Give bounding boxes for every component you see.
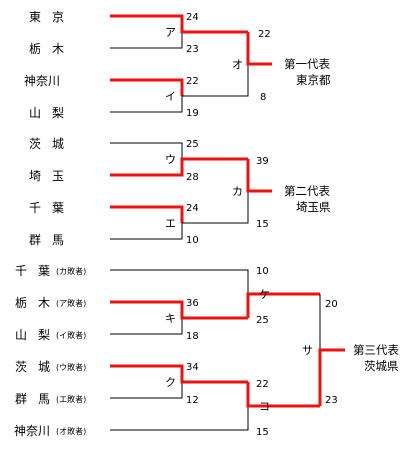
team-name: 山梨	[29, 106, 75, 120]
bracket-line	[110, 96, 183, 113]
score: 34	[186, 362, 199, 373]
match-label: オ	[232, 58, 243, 71]
score: 18	[186, 331, 199, 342]
team-note: (オ敗者)	[56, 426, 86, 436]
team-name: 千葉	[15, 264, 61, 278]
bracket-line	[110, 382, 183, 399]
bracket-line	[110, 269, 249, 294]
winner-path	[246, 292, 320, 318]
bracket-line	[110, 318, 183, 335]
score: 8	[260, 92, 266, 103]
team-note: (ウ敗者)	[56, 362, 86, 372]
score: 39	[256, 156, 269, 167]
score: 10	[186, 235, 199, 246]
score: 23	[186, 44, 199, 55]
team-name: 茨城	[15, 360, 61, 374]
bracket-line	[182, 64, 249, 97]
team-note: (エ敗者)	[56, 394, 86, 404]
match-label: ア	[165, 26, 176, 39]
representative-name: 茨城県	[364, 359, 399, 373]
team-name: 栃木	[15, 296, 61, 310]
bracket-line	[110, 142, 183, 159]
score: 19	[186, 108, 199, 119]
block-2: 茨城 埼玉 千葉 群馬 25 28 ウ 24 10 エ 39 15 カ 第二代表…	[29, 137, 331, 247]
winner-path	[110, 157, 248, 177]
match-label: イ	[165, 90, 176, 103]
team-name: 群馬	[29, 233, 75, 247]
team-name: 群馬	[15, 392, 61, 406]
score: 25	[256, 315, 269, 326]
representative-rank: 第一代表	[284, 57, 330, 71]
match-label: キ	[165, 312, 176, 325]
team-note: (ア敗者)	[56, 298, 86, 308]
block-1: 東京 栃木 神奈川 山梨 24 23 ア 22 19 イ 22 8 オ 第一代表…	[24, 10, 331, 120]
bracket-line	[182, 191, 249, 224]
bracket-line	[110, 406, 249, 431]
match-label: ケ	[259, 288, 270, 301]
team-name: 埼玉	[29, 169, 75, 183]
team-note: (イ敗者)	[56, 330, 86, 340]
team-name: 神奈川	[24, 74, 60, 88]
representative-name: 埼玉県	[296, 200, 331, 214]
score: 22	[186, 76, 199, 87]
team-name: 栃木	[29, 42, 75, 56]
score: 24	[186, 12, 199, 23]
score: 23	[325, 395, 338, 406]
winner-path	[246, 382, 320, 408]
score: 22	[256, 379, 269, 390]
winner-path	[246, 159, 272, 193]
winner-path	[110, 14, 248, 34]
score: 10	[256, 266, 269, 277]
score: 20	[325, 299, 338, 310]
team-name: 神奈川	[14, 424, 50, 438]
score: 25	[186, 139, 199, 150]
score: 12	[186, 395, 199, 406]
team-name: 東京	[29, 10, 75, 24]
winner-path	[246, 32, 272, 66]
match-label: ウ	[165, 153, 176, 166]
team-name: 茨城	[29, 137, 75, 151]
match-label: コ	[259, 400, 270, 413]
score: 22	[258, 29, 271, 40]
bracket-line	[110, 223, 183, 240]
score: 28	[186, 172, 199, 183]
representative-rank: 第三代表	[353, 343, 399, 357]
match-label: ク	[165, 376, 176, 389]
winner-path	[110, 205, 184, 223]
team-note: (カ敗者)	[56, 266, 86, 276]
winner-path	[110, 78, 184, 96]
team-name: 山梨	[15, 328, 61, 342]
score: 15	[256, 219, 269, 230]
team-name: 千葉	[29, 201, 75, 215]
winner-path	[318, 348, 345, 406]
winner-path	[110, 364, 248, 384]
score: 24	[186, 203, 199, 214]
score: 15	[256, 427, 269, 438]
match-label: サ	[302, 344, 313, 357]
representative-rank: 第二代表	[284, 184, 330, 198]
block-3: 千葉 (カ敗者) 栃木 (ア敗者) 山梨 (イ敗者) 茨城 (ウ敗者) 群馬 (…	[14, 264, 399, 438]
winner-path	[110, 300, 248, 320]
score: 36	[186, 298, 199, 309]
bracket-line	[110, 32, 183, 49]
match-label: カ	[232, 185, 243, 198]
representative-name: 東京都	[296, 73, 331, 87]
match-label: エ	[165, 217, 176, 230]
